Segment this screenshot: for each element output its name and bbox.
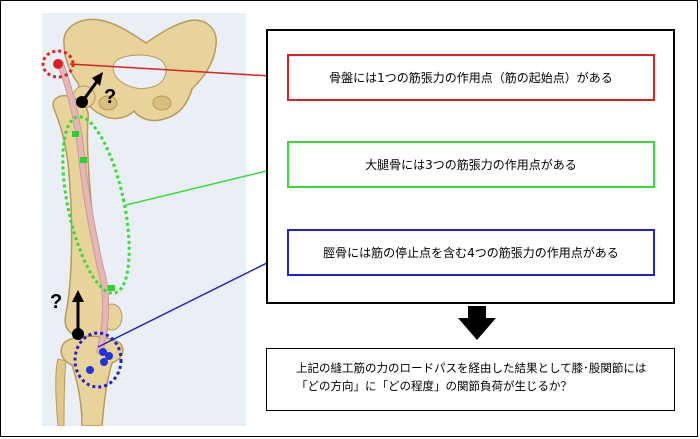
femur-connector-line bbox=[125, 165, 288, 206]
pelvis-label: 骨盤には1つの筋張力の作用点（筋の起始点）がある bbox=[329, 71, 613, 85]
femur-highlight-ellipse bbox=[61, 115, 131, 295]
down-arrow-head bbox=[458, 318, 496, 340]
tibia-highlight-ellipse bbox=[73, 331, 123, 389]
pelvis-connector-line bbox=[69, 63, 288, 78]
tibia-label: 脛骨には筋の停止点を含む4つの筋張力の作用点がある bbox=[323, 246, 619, 260]
tibia-attachment-point-1 bbox=[99, 348, 107, 356]
femur-attachment-point-1 bbox=[72, 131, 79, 137]
skeleton-panel bbox=[42, 13, 246, 427]
pelvis-label-box: 骨盤には1つの筋張力の作用点（筋の起始点）がある bbox=[287, 54, 655, 101]
conclusion-line-2: 「どの方向」に「どの程度」の関節負荷が生じるか？ bbox=[296, 379, 572, 393]
knee-force-arrow-head bbox=[72, 290, 84, 302]
femur-attachment-point-3 bbox=[108, 285, 115, 291]
hip-force-arrow-shaft bbox=[80, 79, 100, 103]
knee-question-mark: ? bbox=[50, 291, 62, 313]
obturator-right bbox=[152, 95, 172, 111]
femur-attachment-point-2 bbox=[80, 157, 87, 163]
obturator bbox=[98, 95, 118, 111]
tibia-connector-line bbox=[97, 252, 288, 348]
femur-label-box: 大腿骨には3つの筋張力の作用点がある bbox=[287, 141, 655, 188]
conclusion-box: 上記の縫工筋の力のロードパスを経由した結果として膝･股関節には 「どの方向」に「… bbox=[266, 348, 675, 411]
tibia-label-box: 脛骨には筋の停止点を含む4つの筋張力の作用点がある bbox=[287, 229, 655, 276]
femur-label: 大腿骨には3つの筋張力の作用点がある bbox=[365, 158, 577, 172]
hip-force-arrow-head bbox=[92, 72, 103, 86]
tibia-attachment-point-4 bbox=[86, 366, 94, 374]
pelvis-highlight-ellipse bbox=[41, 49, 75, 79]
hip-question-mark: ? bbox=[104, 86, 116, 108]
conclusion-line-1: 上記の縫工筋の力のロードパスを経由した結果として膝･股関節には bbox=[296, 361, 647, 375]
sartorius-muscle bbox=[57, 60, 109, 354]
tibia-attachment-point-2 bbox=[105, 352, 113, 360]
pelvis-opening bbox=[112, 54, 167, 90]
pelvis-attachment-point bbox=[53, 59, 63, 69]
skeleton-illustration bbox=[52, 18, 217, 427]
down-arrow-shaft bbox=[468, 306, 486, 320]
tibia-attachment-point-3 bbox=[100, 358, 108, 366]
